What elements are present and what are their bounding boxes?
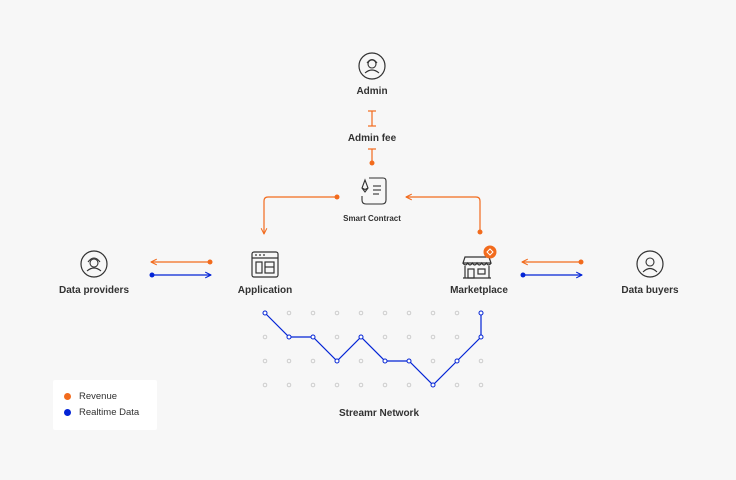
grid-dot [454,310,460,316]
grid-dot [334,382,340,388]
grid-dot [454,334,460,340]
grid-dot [454,382,460,388]
grid-dot [286,382,292,388]
marketplace-to-contract-arrow [406,197,483,235]
grid-dot [310,310,316,316]
grid-dot [406,382,412,388]
data-providers-icon [80,250,108,278]
grid-dot [382,310,388,316]
grid-dot [478,382,484,388]
path-node [478,310,484,316]
grid-dot [382,334,388,340]
marketplace-icon [462,245,497,279]
data-buyers-label: Data buyers [621,285,679,296]
path-node [286,334,292,340]
realtime-swatch [64,409,71,416]
application-label: Application [237,285,293,296]
path-node [430,382,436,388]
path-node [310,334,316,340]
grid-dot [310,358,316,364]
grid-dot [478,358,484,364]
admin-fee-label: Admin fee [347,133,397,144]
grid-dot [430,310,436,316]
network-path-line [264,312,482,386]
data-providers-label: Data providers [58,285,130,296]
path-node [334,358,340,364]
data-buyers-icon [636,250,664,278]
admin-fee-connector [368,110,376,166]
grid-dot [286,358,292,364]
path-node [478,334,484,340]
admin-label: Admin [356,86,388,97]
grid-dot [358,382,364,388]
grid-dot [262,358,268,364]
path-node [406,358,412,364]
buyers-to-marketplace-revenue [522,260,584,265]
grid-dot [262,334,268,340]
grid-dot [358,310,364,316]
providers-to-application-data [149,273,212,278]
path-node [358,334,364,340]
path-node [382,358,388,364]
network-label: Streamr Network [338,408,420,419]
admin-icon [358,52,386,80]
grid-dot [382,382,388,388]
network-path-nodes [262,310,484,388]
legend-realtime: Realtime Data [64,407,139,418]
grid-dot [262,382,268,388]
grid-dot [430,358,436,364]
marketplace-to-buyers-data [520,273,583,278]
legend: Revenue Realtime Data [53,380,157,430]
grid-dot [358,358,364,364]
path-node [454,358,460,364]
smart-contract-label: Smart Contract [343,214,401,223]
path-node [262,310,268,316]
marketplace-label: Marketplace [450,285,508,296]
application-to-providers-revenue [151,260,213,265]
grid-dot [406,310,412,316]
contract-to-application-arrow [264,194,340,235]
grid-dot [310,382,316,388]
grid-dot [406,334,412,340]
legend-realtime-label: Realtime Data [79,407,140,418]
legend-revenue-label: Revenue [79,391,118,402]
legend-revenue: Revenue [64,391,117,402]
grid-dot [430,334,436,340]
smart-contract-icon [361,177,387,205]
revenue-swatch [64,393,71,400]
grid-dot [334,310,340,316]
application-icon [251,251,279,278]
grid-dot [334,334,340,340]
grid-dot [286,310,292,316]
